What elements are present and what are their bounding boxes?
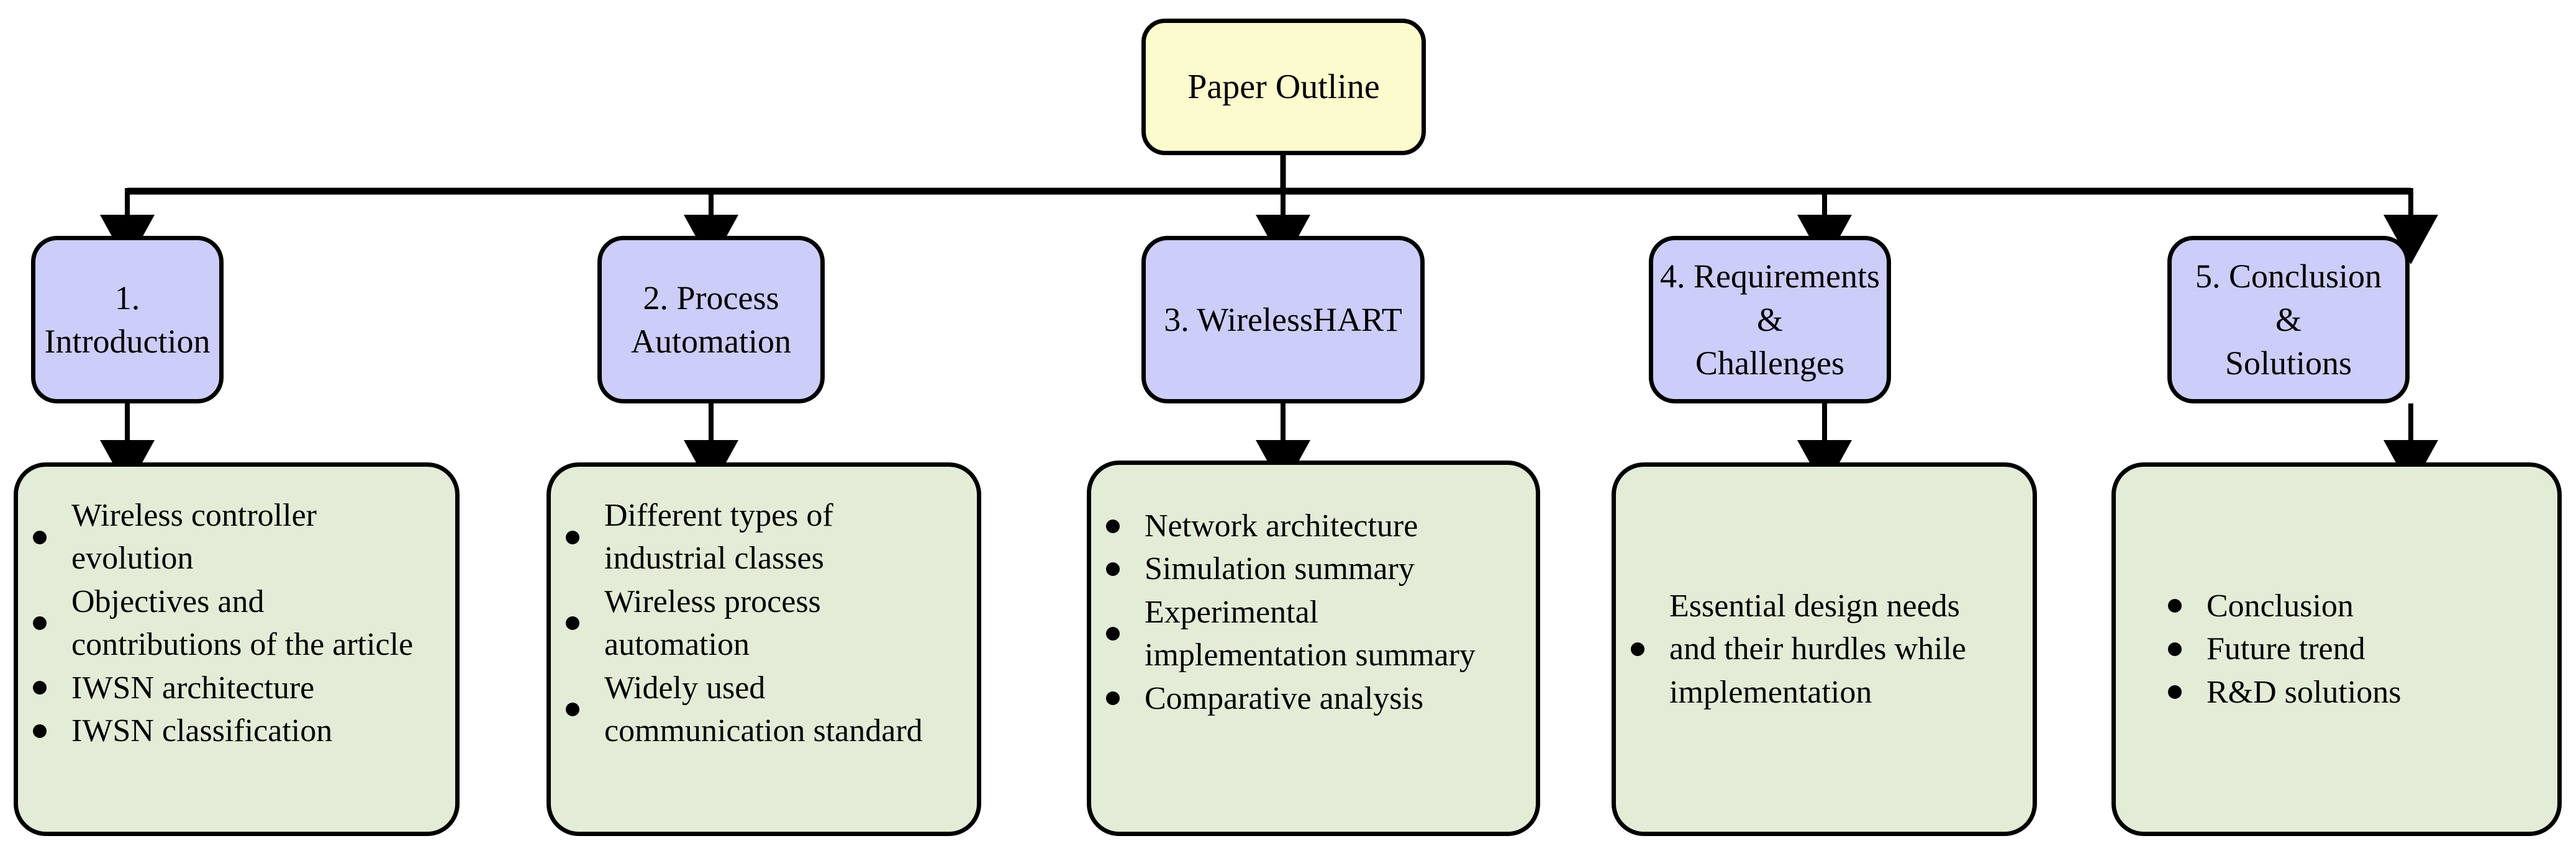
list-item: Experimental implementation summary <box>1091 591 1517 677</box>
list-item: Wireless process automation <box>551 580 963 667</box>
node-section-2[interactable]: 2. Process Automation <box>597 236 825 403</box>
bullet-dot-icon <box>1106 562 1120 576</box>
bullet-dot-icon <box>1631 642 1644 656</box>
bullet-dot-icon <box>2168 685 2182 699</box>
bullet-dot-icon <box>2168 599 2182 613</box>
list-item: Widely used communication standard <box>551 667 963 753</box>
node-section-5-label: 5. Conclusion & Solutions <box>2195 257 2382 382</box>
list-item: Conclusion <box>2153 585 2539 627</box>
detail-list-3: Network architecture Simulation summary … <box>1091 505 1517 720</box>
detail-list-2: Different types of industrial classes Wi… <box>551 494 963 752</box>
list-item: R&D solutions <box>2153 671 2539 714</box>
list-item: Different types of industrial classes <box>551 494 963 580</box>
detail-list-5: Conclusion Future trend R&D solutions <box>2153 585 2539 714</box>
node-detail-4[interactable]: Essential design needs and their hurdles… <box>1612 462 2037 836</box>
node-detail-5[interactable]: Conclusion Future trend R&D solutions <box>2111 462 2562 836</box>
detail-list-1: Wireless controller evolution Objectives… <box>18 494 442 752</box>
list-item: IWSN architecture <box>18 667 442 709</box>
bullet-dot-icon <box>1106 519 1120 533</box>
list-item: Future trend <box>2153 627 2539 670</box>
node-detail-1[interactable]: Wireless controller evolution Objectives… <box>14 462 460 836</box>
list-item: Network architecture <box>1091 505 1517 547</box>
detail-list-4: Essential design needs and their hurdles… <box>1616 585 2014 714</box>
bullet-dot-icon <box>566 530 579 544</box>
node-section-1-label: 1. Introduction <box>44 279 211 360</box>
node-paper-outline-label: Paper Outline <box>1187 67 1380 106</box>
bullet-dot-icon <box>1106 627 1120 641</box>
node-section-4-label: 4. Requirements & Challenges <box>1660 257 1880 382</box>
list-item: Objectives and contributions of the arti… <box>18 580 442 667</box>
node-section-3-label: 3. WirelessHART <box>1164 300 1402 338</box>
node-section-5[interactable]: 5. Conclusion & Solutions <box>2167 236 2410 403</box>
list-item: Simulation summary <box>1091 547 1517 590</box>
node-paper-outline[interactable]: Paper Outline <box>1141 19 1426 155</box>
node-section-1[interactable]: 1. Introduction <box>31 236 224 403</box>
node-detail-2[interactable]: Different types of industrial classes Wi… <box>546 462 981 836</box>
bullet-dot-icon <box>2168 642 2182 656</box>
bullet-dot-icon <box>33 724 47 738</box>
list-item: Essential design needs and their hurdles… <box>1616 585 2014 714</box>
node-section-2-label: 2. Process Automation <box>631 279 791 360</box>
list-item: Comparative analysis <box>1091 677 1517 720</box>
list-item: Wireless controller evolution <box>18 494 442 580</box>
bullet-dot-icon <box>33 681 47 695</box>
bullet-dot-icon <box>33 530 47 544</box>
bullet-dot-icon <box>566 703 579 717</box>
bullet-dot-icon <box>1106 691 1120 706</box>
node-detail-3[interactable]: Network architecture Simulation summary … <box>1087 461 1540 836</box>
node-section-4[interactable]: 4. Requirements & Challenges <box>1649 236 1891 403</box>
list-item: IWSN classification <box>18 709 442 752</box>
node-section-3[interactable]: 3. WirelessHART <box>1141 236 1425 403</box>
bullet-dot-icon <box>33 616 47 631</box>
bullet-dot-icon <box>566 616 579 631</box>
